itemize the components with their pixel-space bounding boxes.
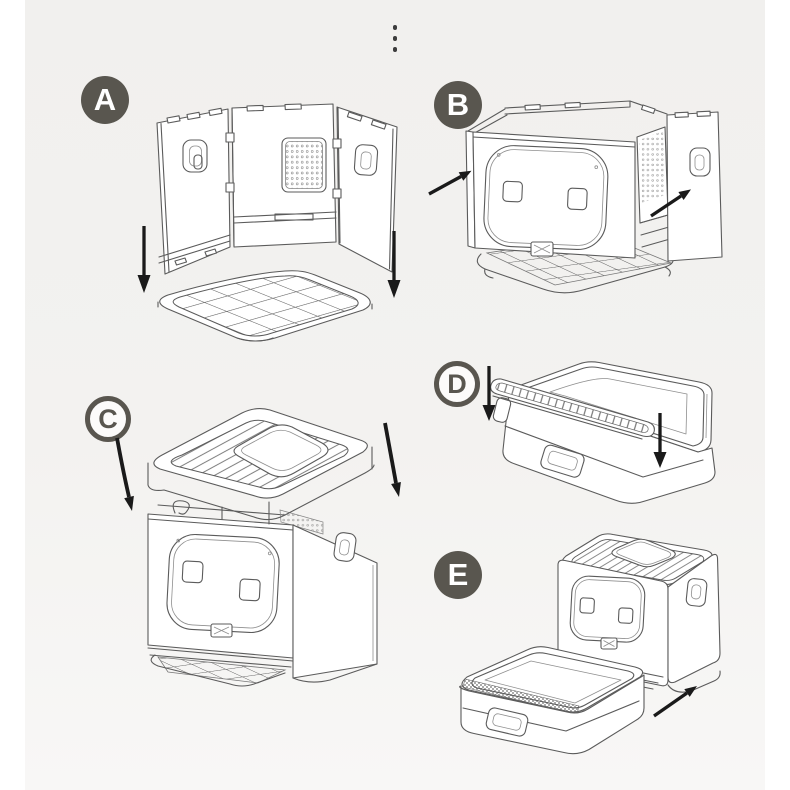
drawer-tray	[502, 361, 716, 504]
top-opening	[233, 424, 329, 478]
lid-hook-detail	[172, 500, 190, 515]
step-a-badge: A	[81, 76, 129, 124]
step-d-label: D	[447, 368, 467, 399]
right-wall-panel	[336, 106, 398, 273]
drawer-handle	[540, 444, 585, 478]
assembled-box	[557, 533, 721, 693]
handle-cutout	[353, 144, 379, 176]
step-d-badge: D	[434, 361, 480, 407]
box-body	[147, 500, 378, 687]
front-door	[166, 533, 280, 634]
step-d-illustration	[482, 361, 716, 504]
step-c-label: C	[98, 403, 118, 434]
handle-cutout	[182, 139, 208, 173]
sifting-grate	[490, 378, 655, 440]
step-b-label: B	[446, 87, 470, 122]
step-e-illustration	[459, 533, 721, 755]
hinge-strips	[225, 107, 342, 247]
up-right-arrow-icon	[650, 189, 691, 218]
step-e-badge: E	[434, 551, 482, 599]
top-opening	[611, 538, 676, 568]
door-latch	[600, 637, 618, 650]
door-latch	[530, 241, 554, 257]
up-right-arrow-icon	[653, 686, 697, 718]
back-top-edges	[467, 100, 668, 136]
step-b-illustration	[428, 100, 723, 294]
step-a-label: A	[93, 82, 117, 117]
drawer-handle	[485, 707, 529, 737]
front-door-panel	[465, 130, 636, 259]
vent-panel	[279, 509, 324, 535]
down-arrow-icon	[653, 413, 667, 468]
inner-back-wall-vent	[636, 126, 671, 248]
back-wall-panel	[231, 103, 337, 248]
step-a-illustration	[137, 103, 401, 342]
more-options-icon[interactable]	[390, 25, 400, 52]
vent-panel	[281, 137, 327, 193]
right-wall-panel	[666, 110, 723, 262]
handle-cutout	[333, 532, 357, 562]
ellipsis-dot	[392, 47, 398, 52]
step-e-label: E	[447, 557, 469, 592]
door-window	[567, 187, 588, 211]
base-skirt	[667, 670, 721, 693]
handle-cutout	[689, 147, 711, 177]
pulled-out-drawer	[459, 646, 645, 755]
down-arrow-icon	[115, 437, 134, 511]
ellipsis-dot	[392, 25, 398, 30]
left-wall-panel	[156, 107, 231, 275]
anti-tracking-grate	[462, 678, 580, 715]
base-grid-tray	[157, 270, 373, 342]
down-arrow-icon	[383, 422, 401, 497]
ellipsis-dot	[392, 36, 398, 41]
step-b-badge: B	[434, 81, 482, 129]
up-right-arrow-icon	[428, 170, 472, 196]
base-grid	[147, 647, 378, 687]
front-door	[569, 575, 646, 643]
handle-cutout	[685, 578, 708, 607]
down-arrow-icon	[482, 366, 496, 421]
door-window	[502, 180, 523, 203]
down-arrow-icon	[137, 226, 151, 293]
step-c-badge: C	[85, 396, 131, 442]
down-arrow-icon	[387, 231, 401, 298]
door-latch	[210, 623, 233, 638]
step-c-illustration	[115, 407, 401, 687]
top-cover	[147, 407, 375, 525]
